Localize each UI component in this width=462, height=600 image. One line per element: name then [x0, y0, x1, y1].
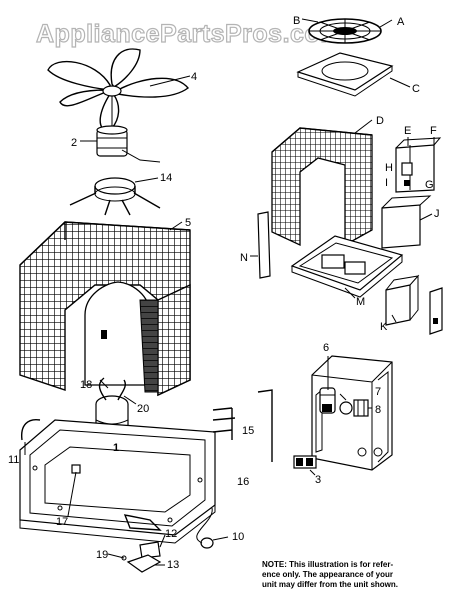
callout-5: 5: [185, 217, 191, 229]
callout-D: D: [376, 115, 384, 127]
callout-11: 11: [8, 454, 19, 466]
control-box-parts: [381, 137, 442, 249]
capacitor-10: [196, 507, 214, 549]
callout-8: 8: [375, 404, 381, 416]
top-panel: [296, 52, 394, 97]
callout-13: 13: [167, 559, 179, 571]
coil-section: [271, 127, 373, 247]
motor-mount: [69, 177, 161, 216]
callout-K: K: [380, 321, 388, 333]
note-line-1: NOTE: This illustration is for refer-: [262, 560, 393, 569]
callout-F: F: [430, 125, 437, 137]
base-pan: [19, 419, 216, 544]
condenser-coil: [19, 221, 191, 397]
callout-1: 1: [113, 442, 119, 454]
callout-B: B: [293, 15, 300, 27]
callout-6: 6: [323, 342, 329, 354]
side-panel-k: [385, 274, 443, 335]
panel-n: [257, 211, 271, 279]
note-line-2: ence only. The appearance of your: [262, 570, 393, 579]
bracket-12: [139, 541, 161, 559]
callout-A: A: [397, 16, 405, 28]
callout-15: 15: [242, 425, 254, 437]
fan-blade: [47, 48, 190, 133]
callout-14: 14: [160, 172, 172, 184]
callout-19: 19: [96, 549, 108, 561]
callout-2: 2: [71, 137, 77, 149]
callout-12: 12: [165, 528, 177, 540]
note-line-3: unit may differ from the unit shown.: [262, 580, 398, 589]
callout-3: 3: [315, 474, 321, 486]
callout-J: J: [434, 208, 440, 220]
callout-20: 20: [137, 403, 149, 415]
bracket-15: [212, 407, 236, 440]
callout-M: M: [356, 296, 365, 308]
fan-motor: [96, 96, 161, 163]
callout-18: 18: [80, 379, 92, 391]
callout-H: H: [385, 162, 393, 174]
callout-G: G: [425, 179, 434, 191]
callout-16: 16: [237, 476, 249, 488]
watermark-text: AppliancePartsPros.com: [36, 20, 343, 48]
callout-17: 17: [56, 516, 68, 528]
wire-11: [21, 418, 41, 441]
callout-4: 4: [191, 71, 197, 83]
base-tray: [290, 235, 404, 298]
callout-N: N: [240, 252, 248, 264]
callout-E: E: [404, 125, 411, 137]
callout-I: I: [385, 177, 388, 189]
callout-C: C: [412, 83, 420, 95]
tube-16: [257, 389, 273, 462]
fan-guard: [308, 18, 382, 44]
callout-7: 7: [375, 386, 381, 398]
callout-10: 10: [232, 531, 244, 543]
part-13-19: [121, 554, 162, 573]
